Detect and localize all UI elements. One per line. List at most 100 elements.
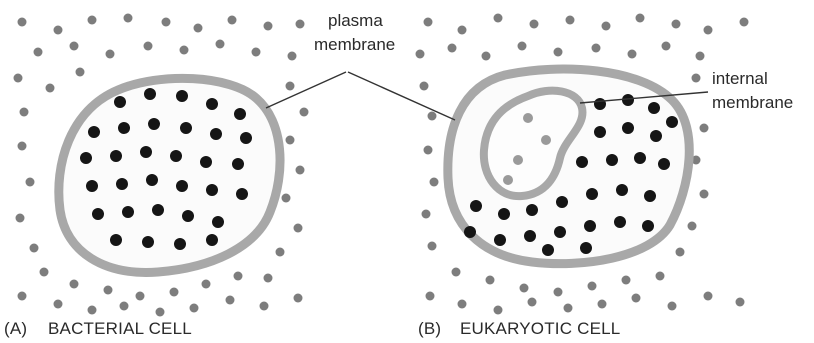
cytoplasm-molecule: [594, 126, 606, 138]
cytoplasm-molecule: [622, 94, 634, 106]
extracellular-molecule: [452, 268, 461, 277]
cytoplasm-molecule: [622, 122, 634, 134]
extracellular-molecule: [70, 42, 79, 51]
bacterial-plasma-membrane: [59, 78, 280, 272]
extracellular-molecule: [30, 244, 39, 253]
cytoplasm-molecule: [212, 216, 224, 228]
cytoplasm-molecule: [498, 208, 510, 220]
extracellular-molecule: [656, 272, 665, 281]
plasma-membrane-leader-a: [266, 72, 346, 108]
extracellular-molecule: [588, 282, 597, 291]
extracellular-molecule: [136, 292, 145, 301]
extracellular-molecule: [426, 292, 435, 301]
cytoplasm-molecule: [666, 116, 678, 128]
extracellular-molecule: [482, 52, 491, 61]
cytoplasm-molecule: [200, 156, 212, 168]
extracellular-molecule: [190, 304, 199, 313]
extracellular-molecule: [494, 14, 503, 23]
extracellular-molecule: [428, 112, 437, 121]
cytoplasm-molecule: [206, 98, 218, 110]
extracellular-molecule: [202, 280, 211, 289]
compartment-molecule: [541, 135, 551, 145]
extracellular-molecule: [692, 74, 701, 83]
extracellular-molecule: [264, 274, 273, 283]
extracellular-molecule: [120, 302, 129, 311]
extracellular-molecule: [264, 22, 273, 31]
extracellular-molecule: [226, 296, 235, 305]
extracellular-molecule: [592, 44, 601, 53]
extracellular-molecule: [736, 298, 745, 307]
extracellular-molecule: [296, 20, 305, 29]
cytoplasm-molecule: [580, 242, 592, 254]
extracellular-molecule: [286, 136, 295, 145]
extracellular-molecule: [622, 276, 631, 285]
extracellular-molecule: [430, 178, 439, 187]
extracellular-molecule: [282, 194, 291, 203]
extracellular-molecule: [104, 286, 113, 295]
extracellular-molecule: [424, 18, 433, 27]
extracellular-molecule: [662, 42, 671, 51]
extracellular-molecule: [260, 302, 269, 311]
cytoplasm-molecule: [170, 150, 182, 162]
cytoplasm-molecule: [470, 200, 482, 212]
extracellular-molecule: [518, 42, 527, 51]
extracellular-molecule: [234, 272, 243, 281]
internal-label-line2: membrane: [712, 93, 793, 112]
extracellular-molecule: [458, 26, 467, 35]
cytoplasm-molecule: [86, 180, 98, 192]
cytoplasm-molecule: [648, 102, 660, 114]
cytoplasm-molecule: [494, 234, 506, 246]
cytoplasm-molecule: [182, 210, 194, 222]
extracellular-molecule: [26, 178, 35, 187]
cytoplasm-molecule: [642, 220, 654, 232]
extracellular-molecule: [448, 44, 457, 53]
extracellular-molecule: [194, 24, 203, 33]
cytoplasm-molecule: [232, 158, 244, 170]
cytoplasm-molecule: [176, 180, 188, 192]
extracellular-molecule: [676, 248, 685, 257]
cytoplasm-molecule: [634, 152, 646, 164]
plasma-membrane-leader-b: [348, 72, 455, 120]
cytoplasm-molecule: [144, 88, 156, 100]
cytoplasm-molecule: [92, 208, 104, 220]
extracellular-molecule: [700, 190, 709, 199]
extracellular-molecule: [528, 298, 537, 307]
extracellular-molecule: [602, 22, 611, 31]
extracellular-molecule: [162, 18, 171, 27]
extracellular-molecule: [106, 50, 115, 59]
extracellular-molecule: [458, 300, 467, 309]
cytoplasm-molecule: [88, 126, 100, 138]
plasma-label-line2: membrane: [314, 35, 395, 54]
extracellular-molecule: [704, 26, 713, 35]
extracellular-molecule: [286, 82, 295, 91]
extracellular-molecule: [216, 40, 225, 49]
plasma-label-line1: plasma: [328, 11, 383, 30]
extracellular-molecule: [18, 18, 27, 27]
extracellular-molecule: [294, 224, 303, 233]
cytoplasm-molecule: [556, 196, 568, 208]
extracellular-molecule: [696, 52, 705, 61]
cytoplasm-molecule: [614, 216, 626, 228]
internal-label-line1: internal: [712, 69, 768, 88]
extracellular-molecule: [300, 108, 309, 117]
cytoplasm-molecule: [240, 132, 252, 144]
cytoplasm-molecule: [542, 244, 554, 256]
extracellular-molecule: [124, 14, 133, 23]
cytoplasm-molecule: [176, 90, 188, 102]
extracellular-molecule: [554, 48, 563, 57]
extracellular-molecule: [598, 300, 607, 309]
cytoplasm-molecule: [594, 98, 606, 110]
cytoplasm-molecule: [180, 122, 192, 134]
extracellular-molecule: [520, 284, 529, 293]
extracellular-molecule: [740, 18, 749, 27]
extracellular-molecule: [276, 248, 285, 257]
extracellular-molecule: [416, 50, 425, 59]
cytoplasm-molecule: [586, 188, 598, 200]
cytoplasm-molecule: [174, 238, 186, 250]
cytoplasm-molecule: [526, 204, 538, 216]
caption-a-title: BACTERIAL CELL: [48, 319, 192, 338]
cytoplasm-molecule: [524, 230, 536, 242]
extracellular-molecule: [18, 142, 27, 151]
cytoplasm-molecule: [114, 96, 126, 108]
